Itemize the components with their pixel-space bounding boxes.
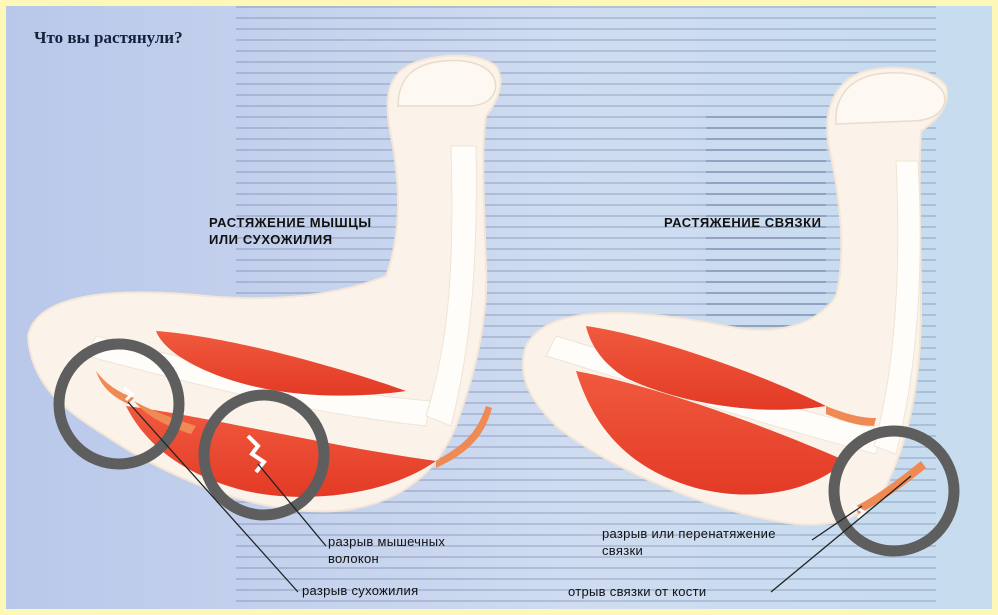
left-heading-line2: ИЛИ СУХОЖИЛИЯ — [209, 231, 372, 248]
left-heading-line1: РАСТЯЖЕНИЕ МЫШЦЫ — [209, 214, 372, 231]
callout-fibers-line1: разрыв мышечных — [328, 533, 445, 550]
arms-illustration — [6, 6, 992, 609]
left-heading: РАСТЯЖЕНИЕ МЫШЦЫ ИЛИ СУХОЖИЛИЯ — [209, 214, 372, 248]
diagram-frame: Что вы растянули? РАСТЯЖЕНИЕ МЫШЦЫ ИЛИ С… — [6, 6, 992, 609]
callout-ligament-line1: разрыв или перенатяжение — [602, 525, 776, 542]
callout-tendon: разрыв сухожилия — [302, 582, 418, 599]
callout-ligament-line2: связки — [602, 542, 776, 559]
callout-ligament: разрыв или перенатяжение связки — [602, 525, 776, 559]
page-title: Что вы растянули? — [34, 28, 183, 48]
callout-avulsion: отрыв связки от кости — [568, 583, 706, 600]
callout-fibers: разрыв мышечных волокон — [328, 533, 445, 567]
callout-fibers-line2: волокон — [328, 550, 445, 567]
right-heading: РАСТЯЖЕНИЕ СВЯЗКИ — [664, 214, 822, 231]
right-arm — [523, 68, 954, 592]
left-arm — [28, 56, 501, 592]
